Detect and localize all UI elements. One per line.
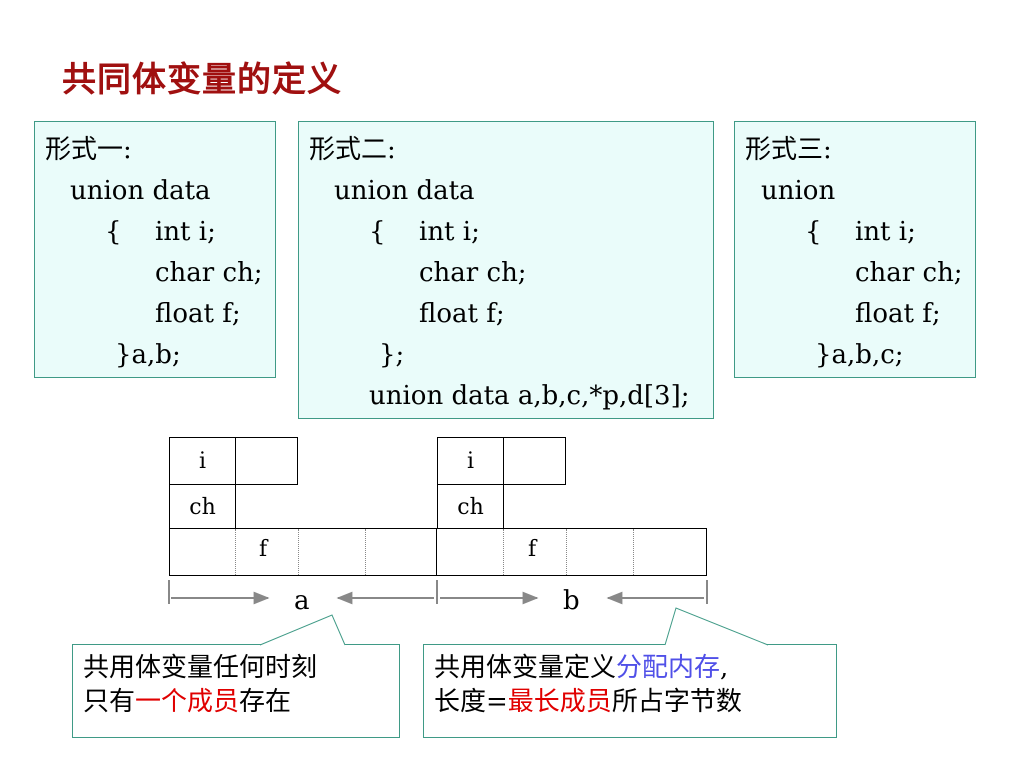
form2-line: union data a,b,c,*p,d[3];	[369, 381, 690, 411]
form2-line: char ch;	[419, 258, 527, 288]
form2-line: int i;	[419, 217, 480, 247]
mem-b-i-cell-2	[503, 437, 566, 485]
note1-line2-pre: 只有	[83, 687, 136, 717]
note-one-member: 共用体变量任何时刻 只有一个成员存在	[72, 644, 400, 738]
form1-line: float f;	[155, 299, 241, 329]
note2-line1-pre: 共用体变量定义	[434, 653, 617, 683]
mem-b-ch-cell: ch	[437, 484, 504, 529]
note2-line2-pre: 长度=	[434, 687, 508, 717]
mem-a-f-divider	[298, 529, 299, 575]
note2-line2: 长度=最长成员所占字节数	[434, 685, 826, 719]
form1-line: int i;	[155, 217, 216, 247]
form1-box: 形式一: union data { int i; char ch; float …	[34, 121, 276, 378]
mem-b-size-label: b	[563, 586, 580, 616]
form2-line: };	[379, 340, 405, 370]
note-allocation: 共用体变量定义分配内存, 长度=最长成员所占字节数	[423, 644, 837, 738]
note2-tail-edge	[664, 607, 769, 646]
note2-line1-post: ,	[720, 653, 729, 683]
mem-b-ch-label: ch	[457, 495, 484, 520]
mem-a-f-divider	[365, 529, 366, 575]
note1-line2-red: 一个成员	[135, 687, 240, 717]
form3-heading: 形式三:	[745, 135, 832, 165]
mem-b-f-divider	[566, 529, 567, 575]
mem-b-f-divider	[503, 529, 504, 575]
form2-line: union data	[334, 176, 475, 206]
form3-line: float f;	[855, 299, 941, 329]
form2-heading: 形式二:	[309, 135, 396, 165]
form3-line: }a,b,c;	[815, 340, 904, 370]
mem-a-f-label: f	[259, 537, 268, 562]
note2-tail	[665, 608, 768, 645]
note2-line2-red: 最长成员	[507, 687, 612, 717]
mem-b-i-label: i	[466, 449, 475, 474]
form2-line: float f;	[419, 299, 505, 329]
note2-line1: 共用体变量定义分配内存,	[434, 651, 826, 685]
form3-box: 形式三: union { int i; char ch; float f; }a…	[734, 121, 976, 378]
mem-b-f-cell	[436, 528, 707, 576]
note1-line1: 共用体变量任何时刻	[83, 653, 318, 683]
mem-b-f-label: f	[528, 537, 537, 562]
form2-line: {	[369, 217, 386, 247]
form1-line: {	[105, 217, 122, 247]
note2-line1-blue: 分配内存	[616, 653, 721, 683]
slide-title: 共同体变量的定义	[62, 60, 342, 100]
note1-line2-post: 存在	[239, 687, 292, 717]
form1-heading: 形式一:	[45, 135, 132, 165]
form3-line: union	[761, 176, 836, 206]
mem-a-i-cell-2	[235, 437, 298, 485]
form3-line: {	[805, 217, 822, 247]
mem-a-i-label: i	[198, 449, 207, 474]
form1-line: union data	[70, 176, 211, 206]
form2-box: 形式二: union data { int i; char ch; float …	[298, 121, 714, 419]
mem-a-size-label: a	[294, 586, 310, 616]
form1-line: }a,b;	[115, 340, 181, 370]
form3-line: int i;	[855, 217, 916, 247]
note1-tail-edge	[259, 614, 346, 646]
form3-line: char ch;	[855, 258, 963, 288]
form1-line: char ch;	[155, 258, 263, 288]
mem-a-f-divider	[235, 529, 236, 575]
mem-a-ch-label: ch	[189, 495, 216, 520]
note1-tail	[260, 615, 345, 645]
mem-b-f-divider	[633, 529, 634, 575]
note1-line2: 只有一个成员存在	[83, 685, 389, 719]
note2-line2-post: 所占字节数	[611, 687, 742, 717]
